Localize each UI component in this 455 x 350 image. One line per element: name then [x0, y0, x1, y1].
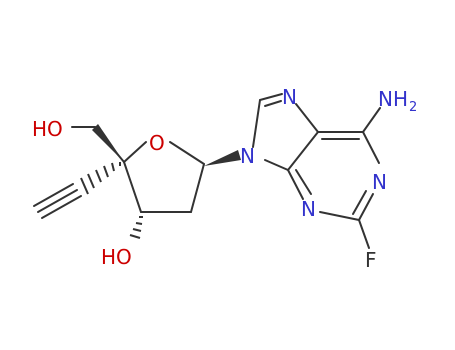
wedge-c1-n9: [204, 150, 241, 166]
hashed-bonds: [80, 162, 143, 239]
bond-c6-n1: [362, 131, 380, 164]
hash-c3-oh-4: [129, 234, 141, 239]
hash-c3-oh-2: [135, 222, 143, 225]
bond-n1-c2-double: [352, 190, 367, 215]
bond-n3-c4: [287, 169, 304, 200]
hash-c3-oh-3: [132, 228, 142, 232]
n9-label: N: [240, 144, 255, 168]
wedge-bonds: [92, 124, 241, 166]
bond-c3-c4: [123, 161, 142, 213]
amino-hydrogen-count: 2: [409, 100, 417, 115]
hash-c4-ethynyl-5: [87, 173, 95, 189]
bond-ethynyl-3: [41, 195, 82, 219]
n3-label: N: [301, 197, 316, 221]
bond-c6-nh2: [362, 107, 381, 133]
bond-ethynyl-2: [33, 183, 74, 207]
bond-c4-n9: [264, 159, 289, 171]
fluorine-label: F: [365, 248, 377, 272]
bond-c4-o4: [123, 141, 147, 163]
bond-n3-c4-double: [295, 169, 312, 195]
bond-c1-c2: [190, 163, 205, 213]
amino-nitrogen-label: N: [378, 87, 393, 111]
hash-c4-ethynyl-3: [103, 165, 109, 178]
wedge-c4-ch2: [92, 124, 124, 162]
bond-ethynyl-1: [37, 189, 78, 213]
n1-label: N: [372, 170, 387, 194]
hydroxymethyl-oxygen-label: HO: [32, 117, 63, 141]
bonds: [33, 93, 381, 249]
amino-hydrogen-label: H: [393, 87, 408, 111]
bond-c2-f: [358, 219, 370, 249]
bond-n9-c8: [252, 99, 261, 148]
bond-o4-c1: [169, 141, 205, 165]
bond-c2-n3: [319, 211, 360, 221]
bond-n7-c5: [295, 103, 319, 133]
bond-c8-n7-double: [264, 100, 282, 107]
hydroxyl-oxygen-label: HO: [101, 245, 132, 269]
bond-n1-c2: [358, 193, 374, 221]
bond-c5-c4: [287, 131, 319, 171]
ring-oxygen-label: O: [149, 131, 165, 155]
hash-c4-ethynyl-6: [80, 177, 89, 195]
hash-c4-ethynyl-4: [95, 169, 102, 183]
n7-label: N: [282, 85, 297, 109]
bond-c8-n7: [259, 93, 283, 101]
hash-c4-ethynyl-2: [111, 162, 115, 172]
